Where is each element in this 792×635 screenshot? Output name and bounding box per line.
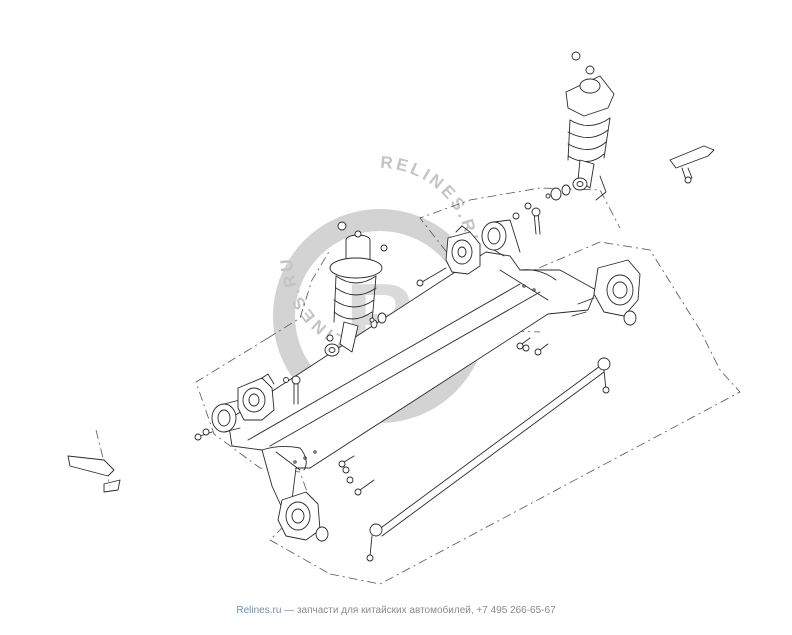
left-shock-absorber xyxy=(324,230,383,357)
footer-brand-link[interactable]: Relines.ru xyxy=(236,605,282,616)
lateral-rod xyxy=(366,357,611,562)
footer: Relines.ru — запчасти для китайских авто… xyxy=(0,605,792,616)
rear-beam xyxy=(227,251,597,509)
right-link-bracket xyxy=(669,145,715,184)
left-mount-bracket xyxy=(237,373,275,421)
right-pivot-bushing xyxy=(481,219,521,257)
bolts xyxy=(194,207,549,496)
right-mount-bracket xyxy=(445,225,481,275)
right-shock-absorber xyxy=(565,65,615,201)
right-hub-knuckle xyxy=(571,259,641,326)
left-hub-knuckle xyxy=(277,491,329,542)
nuts-and-washers xyxy=(202,51,581,484)
left-pivot-bushing xyxy=(211,399,241,433)
left-link-bracket xyxy=(67,455,121,493)
footer-text: — запчасти для китайских автомобилей, +7… xyxy=(281,605,556,616)
